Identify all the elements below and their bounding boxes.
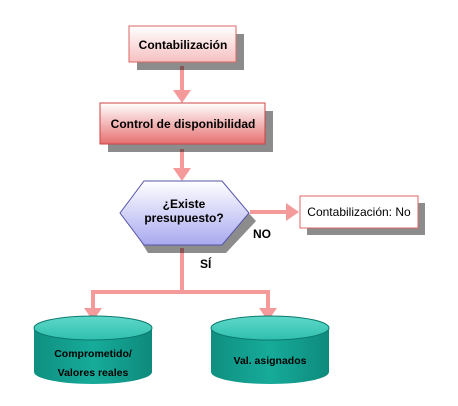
node-decision: ¿Existe presupuesto? bbox=[119, 180, 256, 253]
arrowhead-db-left bbox=[84, 308, 102, 321]
decision-line2: presupuesto? bbox=[144, 211, 223, 225]
arrowheads bbox=[84, 90, 299, 321]
arrowhead-decision bbox=[173, 168, 191, 181]
contabilizacion-box bbox=[128, 25, 237, 63]
arrowhead-db-right bbox=[259, 308, 277, 321]
arrowhead-no bbox=[286, 203, 299, 221]
control-label: Control de disponibilidad bbox=[111, 117, 256, 131]
db-left-line2: Valores reales bbox=[58, 367, 129, 379]
db-left-body bbox=[34, 328, 152, 384]
edge-label-no: NO bbox=[253, 227, 271, 241]
no-result-label: Contabilización: No bbox=[307, 205, 411, 219]
no-result-box bbox=[299, 195, 419, 229]
node-db-right: Val. asignados bbox=[210, 315, 330, 384]
control-box bbox=[99, 102, 266, 145]
edge-label-yes: SÍ bbox=[200, 256, 212, 271]
db-right-label: Val. asignados bbox=[234, 355, 307, 367]
db-right-body bbox=[211, 328, 329, 384]
node-control: Control de disponibilidad bbox=[99, 102, 273, 152]
db-left-line1: Comprometido/ bbox=[54, 348, 132, 360]
node-no-result: Contabilización: No bbox=[299, 195, 425, 235]
decision-line1: ¿Existe bbox=[163, 197, 206, 211]
contabilizacion-label: Contabilización bbox=[139, 38, 228, 52]
db-right-top bbox=[210, 315, 330, 341]
connectors bbox=[91, 66, 288, 310]
arrowhead-control bbox=[173, 90, 191, 103]
decision-hexagon bbox=[119, 180, 250, 246]
node-contabilizacion: Contabilización bbox=[128, 25, 244, 70]
node-db-left: Comprometido/ Valores reales bbox=[33, 315, 153, 384]
db-left-top bbox=[33, 315, 153, 341]
